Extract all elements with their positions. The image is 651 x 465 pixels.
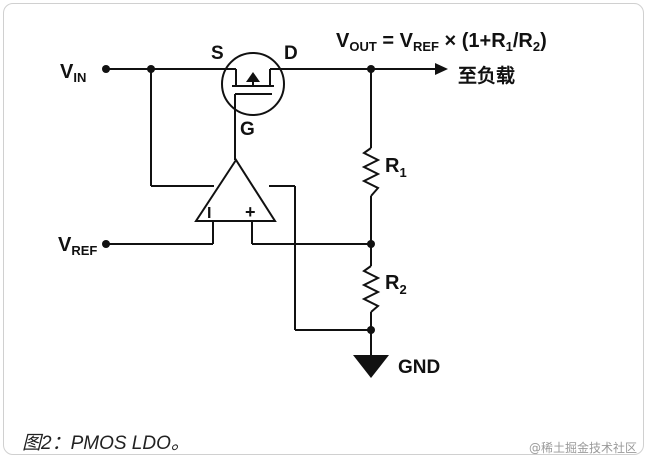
vin-terminal-dot	[102, 65, 110, 73]
out-junction-dot	[367, 65, 375, 73]
resistor-r2	[361, 265, 381, 313]
opamp-inverting-label: I	[207, 205, 211, 222]
figure-frame	[3, 3, 644, 455]
fb-junction-dot	[367, 240, 375, 248]
opamp-noninverting-label: +	[245, 202, 256, 222]
gate-label: G	[240, 119, 255, 140]
drain-label: D	[284, 43, 298, 64]
source-label: S	[211, 43, 224, 64]
supply-junction-dot	[147, 65, 155, 73]
resistor-r1	[361, 147, 381, 197]
watermark: @稀土掘金技术社区	[528, 441, 637, 455]
pmos-transistor-circle	[221, 52, 285, 116]
r2-label: R2	[385, 272, 407, 297]
output-arrow-icon	[435, 63, 448, 75]
load-label: 至负载	[458, 64, 515, 87]
vref-terminal-dot	[102, 240, 110, 248]
gnd-junction-dot	[367, 326, 375, 334]
output-voltage-formula: VOUT = VREF × (1+R1/R2)	[336, 30, 547, 54]
gnd-label: GND	[398, 357, 440, 378]
opamp-triangle	[194, 158, 277, 222]
figure-caption: 图2：PMOS LDO。	[22, 433, 190, 454]
pmos-arrow	[246, 72, 260, 82]
vin-label: VIN	[60, 61, 86, 85]
vref-label: VREF	[58, 234, 97, 258]
r1-label: R1	[385, 155, 407, 180]
ground-icon	[353, 355, 389, 378]
